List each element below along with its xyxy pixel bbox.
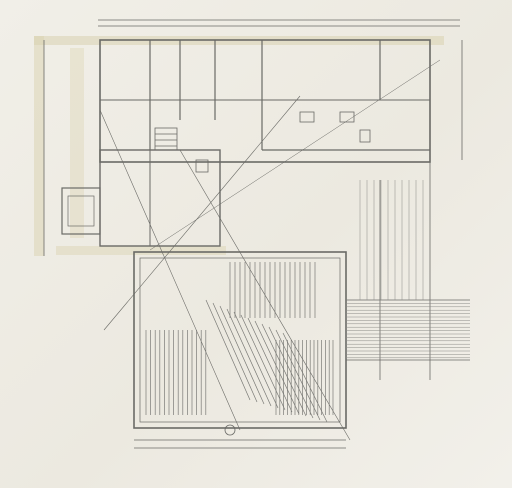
seating-row bbox=[247, 317, 293, 413]
west-wing-outline bbox=[99, 149, 221, 247]
stair-block bbox=[154, 127, 178, 151]
seating-row bbox=[219, 305, 265, 405]
tape-strip-bottom-left bbox=[56, 246, 226, 255]
diagonal-line bbox=[149, 59, 441, 251]
small-annex bbox=[61, 187, 101, 235]
seating-row bbox=[233, 311, 279, 409]
tape-strip-left bbox=[34, 36, 44, 256]
service-core bbox=[149, 149, 221, 247]
seating-row bbox=[282, 332, 328, 423]
fixture bbox=[195, 159, 209, 173]
column-marker bbox=[224, 424, 236, 436]
tape-strip-mid bbox=[70, 48, 84, 238]
seating-row bbox=[212, 302, 258, 403]
fixture bbox=[299, 111, 315, 123]
title-block bbox=[418, 426, 504, 480]
fixture bbox=[359, 129, 371, 143]
seating-row bbox=[205, 299, 251, 401]
seating-row bbox=[275, 329, 321, 421]
fixture bbox=[339, 111, 355, 123]
seating-row bbox=[261, 323, 307, 417]
seating-row bbox=[268, 326, 314, 419]
seating-row bbox=[254, 320, 300, 415]
main-building-outline bbox=[99, 39, 431, 163]
small-annex-inner bbox=[67, 195, 95, 227]
hall-inner bbox=[139, 257, 341, 423]
diagonal-line bbox=[103, 95, 301, 331]
seating-row bbox=[226, 308, 272, 407]
seating-row bbox=[240, 314, 286, 411]
diagonal-line bbox=[99, 109, 241, 431]
